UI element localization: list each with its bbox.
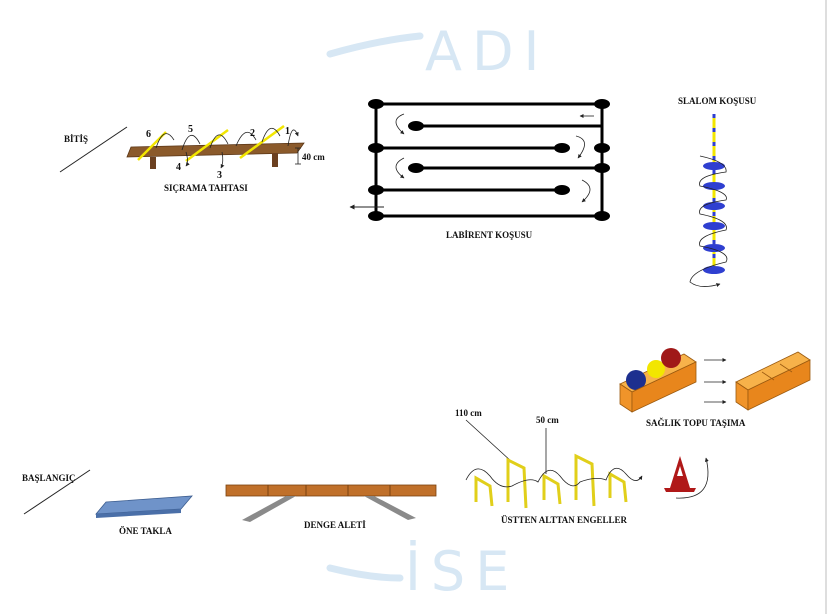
jump-number-4: 4 bbox=[176, 162, 181, 173]
balance-beam-label: DENGE ALETİ bbox=[304, 520, 366, 530]
jump-board: 6 5 4 3 2 1 40 cm SIÇRAMA TAHTASI bbox=[126, 124, 325, 193]
start-marker: BAŞLANGIÇ bbox=[22, 469, 91, 515]
jump-number-2: 2 bbox=[250, 128, 255, 139]
jump-board-label: SIÇRAMA TAHTASI bbox=[164, 183, 248, 193]
slalom-run-label: SLALOM KOŞUSU bbox=[678, 96, 757, 106]
start-label: BAŞLANGIÇ bbox=[22, 473, 76, 483]
jump-number-1: 1 bbox=[285, 126, 290, 137]
jump-number-5: 5 bbox=[188, 124, 193, 135]
finish-label: BİTİŞ bbox=[64, 134, 88, 144]
medicine-ball-carry: SAĞLIK TOPU TAŞIMA bbox=[619, 348, 811, 428]
forward-roll-label: ÖNE TAKLA bbox=[119, 526, 172, 536]
turn-cone bbox=[664, 456, 709, 499]
balance-beam: DENGE ALETİ bbox=[225, 484, 437, 530]
forward-roll-mat: ÖNE TAKLA bbox=[95, 495, 193, 536]
watermark-bottom-text: İSE bbox=[405, 540, 519, 603]
board-height-label: 40 cm bbox=[302, 152, 325, 162]
watermark-top-text: ADI bbox=[425, 20, 549, 83]
hurdle-50cm-label: 50 cm bbox=[536, 415, 559, 425]
watermark: ADI İSE bbox=[326, 20, 549, 603]
slalom-run: SLALOM KOŞUSU bbox=[678, 96, 757, 287]
finish-marker: BİTİŞ bbox=[59, 126, 128, 173]
maze-run-label: LABİRENT KOŞUSU bbox=[446, 230, 533, 240]
hurdles-label: ÜSTTEN ALTTAN ENGELLER bbox=[501, 515, 628, 525]
maze-run: LABİRENT KOŞUSU bbox=[349, 99, 610, 240]
jump-number-6: 6 bbox=[146, 129, 151, 140]
medicine-ball-label: SAĞLIK TOPU TAŞIMA bbox=[646, 418, 746, 428]
over-under-hurdles: 110 cm 50 cm ÜSTTEN ALTTAN ENGELLER bbox=[455, 408, 643, 525]
hurdle-110cm-label: 110 cm bbox=[455, 408, 482, 418]
jump-number-3: 3 bbox=[217, 170, 222, 181]
